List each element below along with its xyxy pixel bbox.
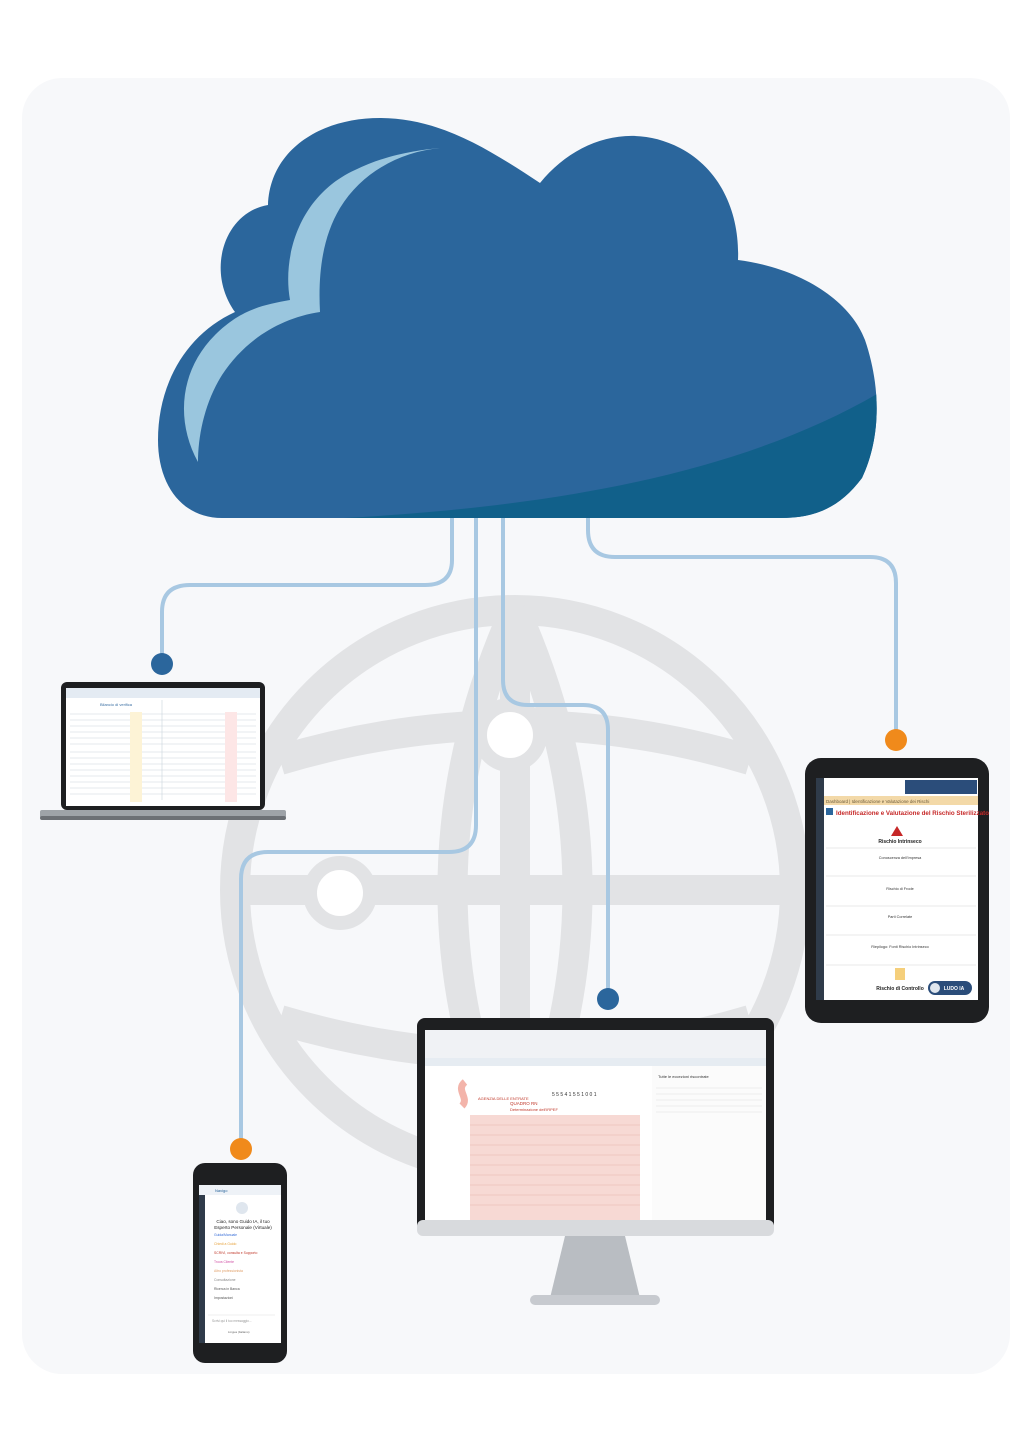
tablet-device: Dashboard | Identificazione e Valutazion…	[805, 758, 989, 1023]
phone-menu-6[interactable]: Ricerca in Banca	[214, 1287, 240, 1291]
phone-greeting-2: Esperto Personale (Virtuale)	[214, 1225, 272, 1230]
phone-greeting-1: Ciao, sono Guido IA, il tuo	[216, 1219, 270, 1224]
phone-menu-7[interactable]: Impostazioni	[214, 1296, 233, 1300]
logo-icon	[457, 1079, 468, 1109]
ludo-ia-label: LUDO IA	[944, 986, 965, 992]
doc-line-3: Determinazione dell'IRPEF	[510, 1107, 558, 1112]
tablet-section-4[interactable]: Riepilogo: Fonti Rischio Intrinseco	[871, 945, 928, 949]
document-icon	[895, 968, 905, 980]
phone-input[interactable]: Scrivi qui il tuo messaggio...	[212, 1319, 252, 1323]
phone-menu-1[interactable]: Chiedi a Guido	[214, 1242, 237, 1246]
doc-line-1: AGENZIA DELLE ENTRATE	[478, 1096, 529, 1101]
avatar-icon	[930, 983, 940, 993]
tablet-section-3[interactable]: Parti Correlate	[888, 915, 912, 919]
tablet-section-5[interactable]: Rischio di Controllo	[876, 986, 924, 992]
tablet-section-0[interactable]: Rischio Intrinseco	[878, 839, 921, 845]
ludo-ia-button[interactable]	[928, 981, 972, 995]
phone-menu-5[interactable]: Consultazione	[214, 1278, 236, 1282]
monitor-device: AGENZIA DELLE ENTRATE QUADRO RN Determin…	[417, 1018, 774, 1305]
globe-nodes	[303, 698, 547, 930]
connector-lines	[160, 518, 898, 1150]
tablet-title: Identificazione e Valutazione del Rischi…	[836, 810, 989, 817]
side-title: Tutte le eccezioni riscontrate	[658, 1074, 710, 1079]
doc-code: 5 5 5 4 1 5 5 1 0 0 1	[552, 1092, 597, 1098]
phone-language[interactable]: Lingua (Italiano)	[228, 1330, 250, 1334]
warning-icon	[891, 826, 903, 836]
phone-app-name: Navigo	[215, 1188, 228, 1193]
tablet-breadcrumb: Dashboard | Identificazione e Valutazion…	[826, 799, 929, 804]
phone-menu-2[interactable]: SCRIVI, consulta e Supporto	[214, 1251, 257, 1255]
connector-dots	[151, 653, 907, 1160]
phone-device: Navigo Ciao, sono Guido IA, il tuo Esper…	[193, 1163, 287, 1363]
tablet-section-2[interactable]: Rischio di Frode	[886, 887, 913, 891]
phone-menu-4[interactable]: Altro professionista	[214, 1269, 243, 1273]
phone-menu-3[interactable]: Trova Cliente	[214, 1260, 234, 1264]
phone-menu-0[interactable]: Guida/Manuale	[214, 1233, 237, 1237]
tablet-section-1[interactable]: Conoscenza dell'Impresa	[879, 856, 922, 860]
cloud-icon	[158, 118, 877, 518]
avatar-icon	[236, 1202, 248, 1214]
doc-line-2: QUADRO RN	[510, 1101, 538, 1106]
laptop-header: Bilancio di verifica	[100, 702, 133, 707]
laptop-device: Bilancio di verifica	[40, 682, 286, 820]
